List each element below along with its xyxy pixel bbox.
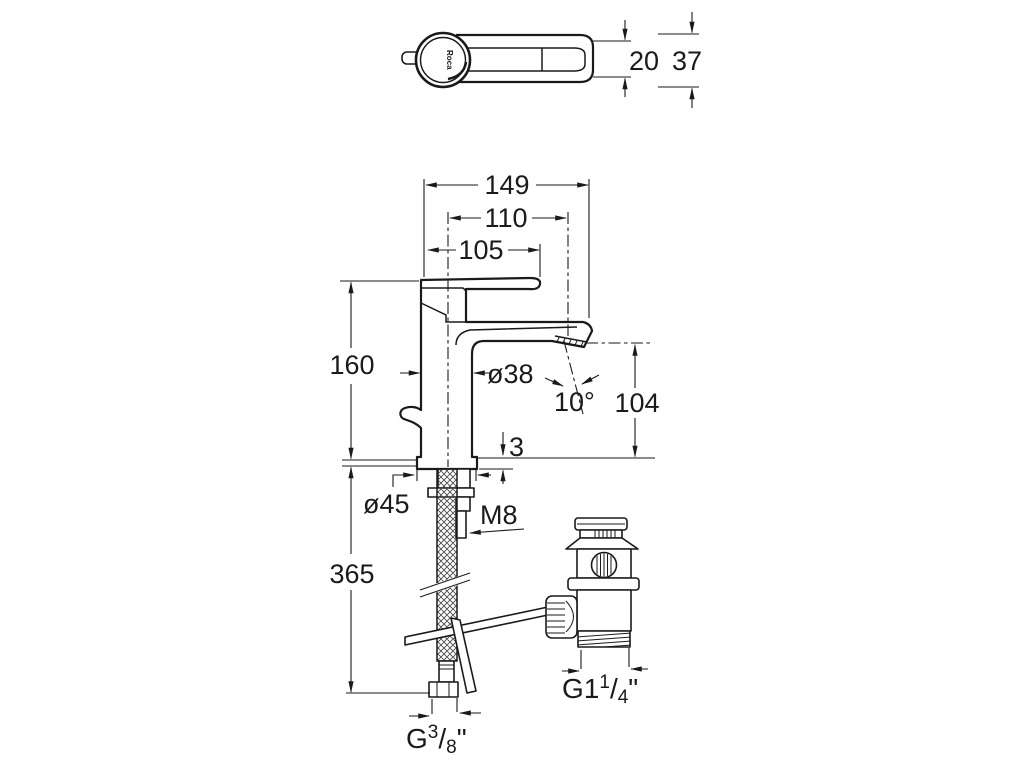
- handle-pivot-outer: [414, 31, 472, 89]
- handle-body-top: [456, 33, 595, 84]
- waste-flange: [567, 577, 640, 591]
- waste-knurled-nut: [545, 595, 578, 639]
- extension-lines: [340, 179, 655, 714]
- dimension-20: 20: [593, 20, 659, 97]
- dim-149-label: 149: [484, 170, 529, 200]
- dim-m8-label: M8: [480, 500, 518, 530]
- dim-angle-label: 10°: [554, 387, 595, 417]
- popup-horizontal-rod: [404, 606, 549, 646]
- dim-20-label: 20: [629, 46, 659, 76]
- dim-37-label: 37: [672, 46, 702, 76]
- centerlines: [447, 212, 652, 467]
- popup-vertical-rod: [450, 617, 477, 694]
- brand-logo: Roca: [445, 50, 454, 70]
- dim-dia38-label: ø38: [487, 359, 534, 389]
- waste-funnel: [565, 537, 639, 550]
- dimension-110: 110: [449, 203, 567, 233]
- front-view: 149 110 105 160 ø38 10°: [329, 170, 659, 758]
- dimension-g114: G11/4": [562, 666, 648, 708]
- dimension-105: 105: [427, 235, 540, 265]
- dim-160-label: 160: [329, 350, 374, 380]
- mounting-rod: [455, 496, 471, 512]
- dimension-3: 3: [500, 432, 524, 484]
- dimension-dia45: ø45: [363, 472, 491, 519]
- handle-pivot-inner: [419, 36, 467, 84]
- dim-3-label: 3: [509, 432, 524, 462]
- dim-365-label: 365: [329, 559, 374, 589]
- dimension-365: 365: [329, 466, 375, 693]
- pivot-arc-detail: [447, 61, 468, 81]
- dimension-g38: G3/8": [406, 710, 481, 758]
- dim-g114-label: G11/4": [562, 672, 638, 708]
- dimension-149: 149: [425, 170, 589, 200]
- dim-110-label: 110: [484, 203, 527, 233]
- dim-105-label: 105: [458, 235, 503, 265]
- stream-angle-centerline: [563, 340, 584, 415]
- plan-view: Roca 20 37: [401, 12, 702, 108]
- faucet-detail-lines: [420, 287, 588, 346]
- hose-fitting: [428, 660, 459, 698]
- waste-cap-knurl: [579, 529, 623, 539]
- hose-break-gap: [419, 572, 471, 598]
- dim-dia45-label: ø45: [363, 489, 410, 519]
- handle-recess-top: [466, 47, 586, 72]
- break-line-1: [419, 572, 471, 591]
- dimension-dia38: ø38: [400, 359, 534, 389]
- waste-lower-body: [576, 589, 632, 632]
- break-line-2: [419, 579, 471, 598]
- dimension-104: 104: [614, 344, 660, 458]
- dimension-m8: M8: [469, 500, 525, 535]
- dimension-160: 160: [329, 281, 375, 460]
- hex-nut: [428, 681, 459, 698]
- dim-104-label: 104: [614, 388, 659, 418]
- pop-up-waste: [545, 517, 640, 648]
- dimension-angle10: 10°: [544, 374, 600, 417]
- dimension-37: 37: [658, 12, 702, 108]
- dim-g38-label: G3/8": [406, 722, 467, 758]
